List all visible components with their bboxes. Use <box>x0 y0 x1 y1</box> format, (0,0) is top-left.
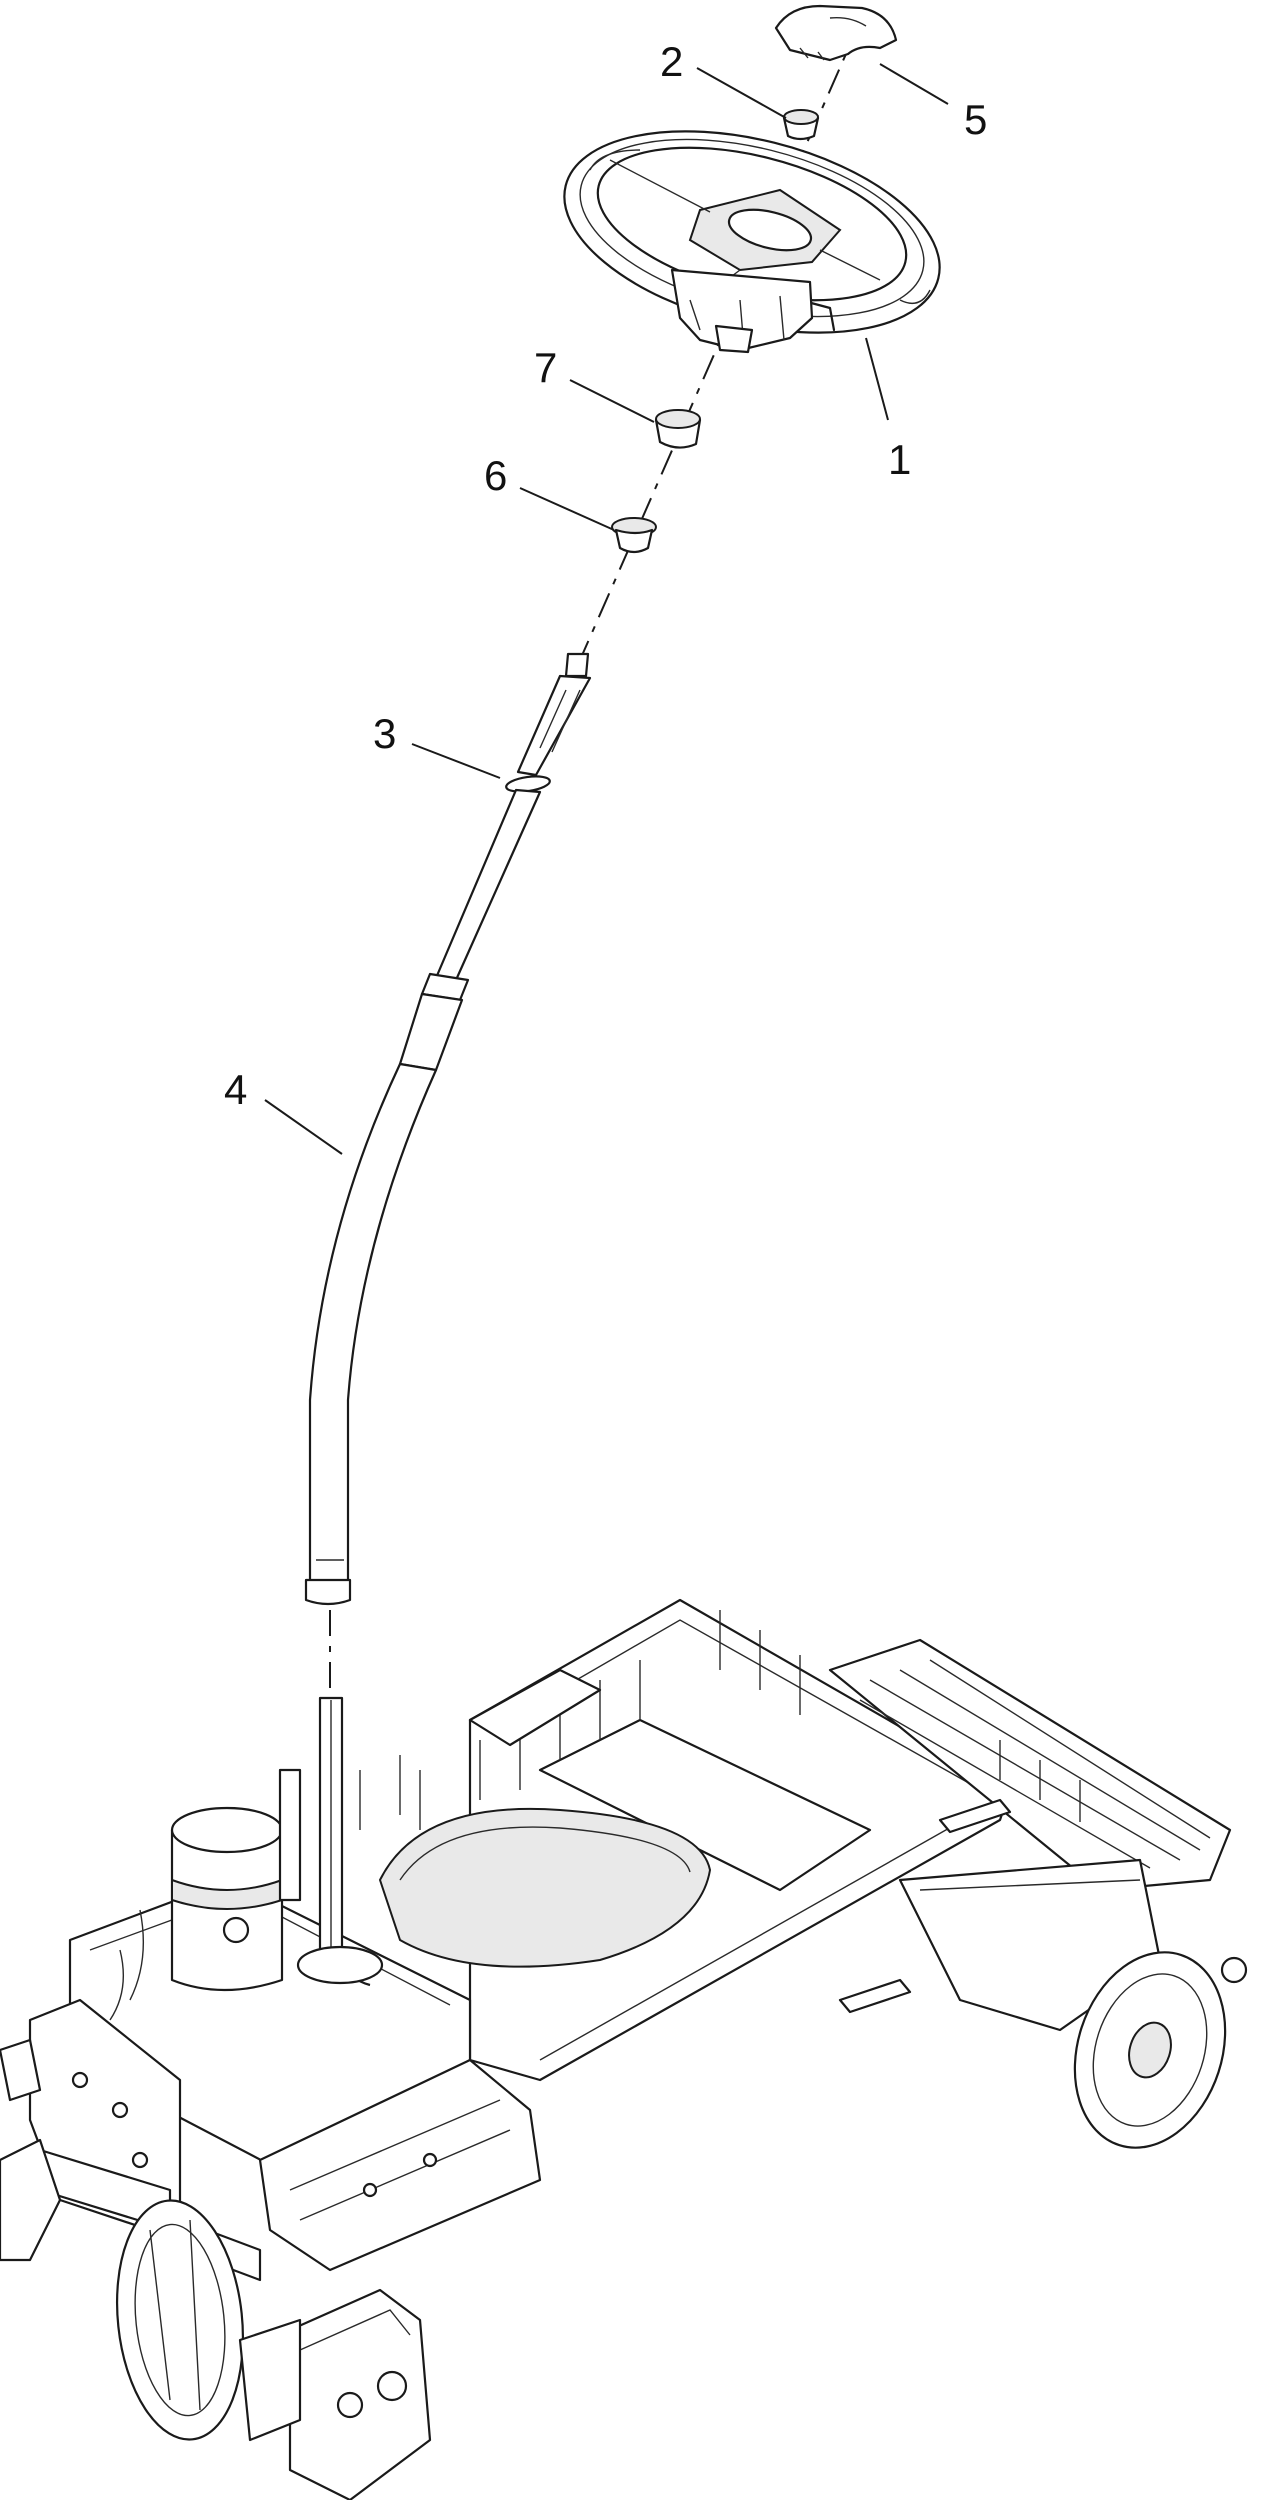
callout-labels: 1 2 3 4 5 6 7 <box>224 38 987 1113</box>
chassis-base <box>0 1598 1248 2500</box>
callout-3: 3 <box>373 710 396 757</box>
leader-3 <box>411 743 501 779</box>
callout-6: 6 <box>484 452 507 499</box>
callout-4: 4 <box>224 1066 247 1113</box>
callout-2: 2 <box>660 38 683 85</box>
part-5-cap <box>774 4 898 62</box>
leader-1 <box>865 337 889 421</box>
leader-4 <box>264 1099 343 1155</box>
part-7-spacer <box>654 409 702 449</box>
part-3-steering-shaft <box>434 652 592 982</box>
callout-7: 7 <box>534 344 557 391</box>
leader-5 <box>879 63 949 105</box>
leader-lines <box>264 63 949 1155</box>
callout-5: 5 <box>964 96 987 143</box>
leader-2 <box>696 67 787 119</box>
leader-6 <box>519 487 615 531</box>
part-4-steering-column <box>304 972 470 1606</box>
part-2-nut <box>782 109 820 141</box>
part-6-bushing <box>611 517 657 554</box>
part-1-steering-wheel <box>563 130 941 354</box>
callout-1: 1 <box>888 436 911 483</box>
leader-7 <box>569 379 655 423</box>
